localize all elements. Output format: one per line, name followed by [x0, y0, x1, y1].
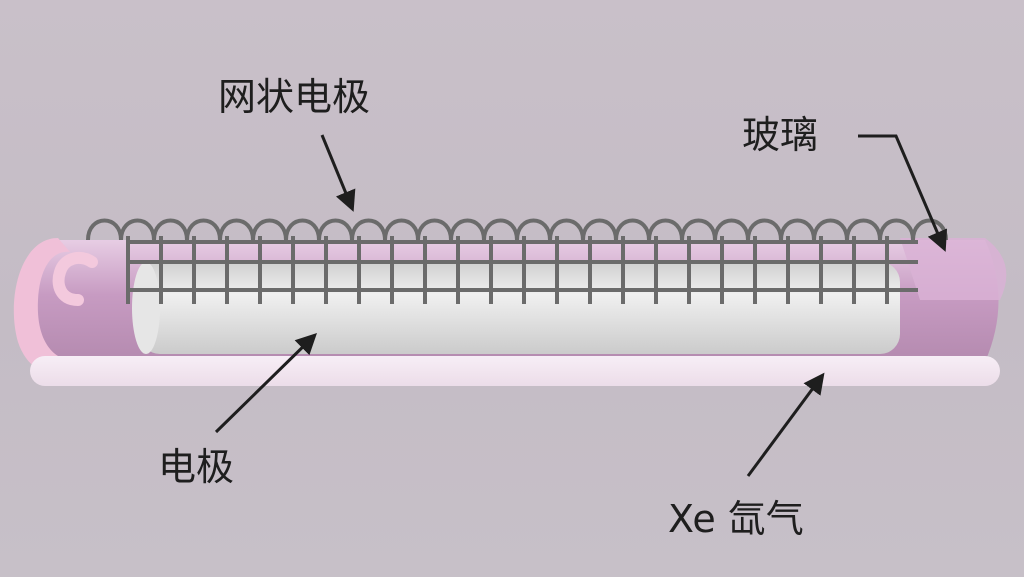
- mesh-coil-loop: [911, 218, 948, 241]
- arrow-mesh: [320, 134, 356, 212]
- arrows: [214, 134, 948, 477]
- mesh-coil-loop: [845, 218, 882, 241]
- mesh-coil-loop: [86, 218, 123, 241]
- mesh-coil-loop: [812, 218, 849, 241]
- mesh-coil-loop: [416, 218, 453, 241]
- mesh-coil-loop: [119, 218, 156, 241]
- mesh-coil-loop: [878, 218, 915, 241]
- outer-tube-bottom: [30, 356, 1000, 386]
- mesh-coil-loop: [449, 218, 486, 241]
- glass-label: 玻璃: [742, 113, 819, 157]
- mesh-coil-loop: [680, 218, 717, 241]
- arrow-glass: [858, 134, 948, 252]
- arrow-electrode: [214, 333, 318, 434]
- electrode-label: 电极: [158, 445, 235, 489]
- mesh-coil-loop: [779, 218, 816, 241]
- mesh-coil-loop: [746, 218, 783, 241]
- arrow-xe: [746, 372, 825, 477]
- mesh-coil-loop: [383, 218, 420, 241]
- mesh-coil-loop: [581, 218, 618, 241]
- mesh-coil-loop: [482, 218, 519, 241]
- mesh-electrode-label: 网状电极: [218, 75, 371, 119]
- mesh-coil-loop: [251, 218, 288, 241]
- mesh-coil-loop: [713, 218, 750, 241]
- mesh-coil-loop: [317, 218, 354, 241]
- mesh-electrode: [86, 218, 948, 304]
- mesh-coil-loop: [350, 218, 387, 241]
- mesh-coil-loop: [185, 218, 222, 241]
- xe-gas-label: Xe 氙气: [668, 497, 804, 541]
- mesh-coil-loop: [614, 218, 651, 241]
- mesh-coil-loop: [515, 218, 552, 241]
- inner-electrode-rod: [132, 262, 900, 354]
- mesh-coil-loop: [152, 218, 189, 241]
- mesh-coil-loop: [548, 218, 585, 241]
- mesh-coil-loop: [284, 218, 321, 241]
- mesh-coil-loop: [647, 218, 684, 241]
- mesh-coil-loop: [218, 218, 255, 241]
